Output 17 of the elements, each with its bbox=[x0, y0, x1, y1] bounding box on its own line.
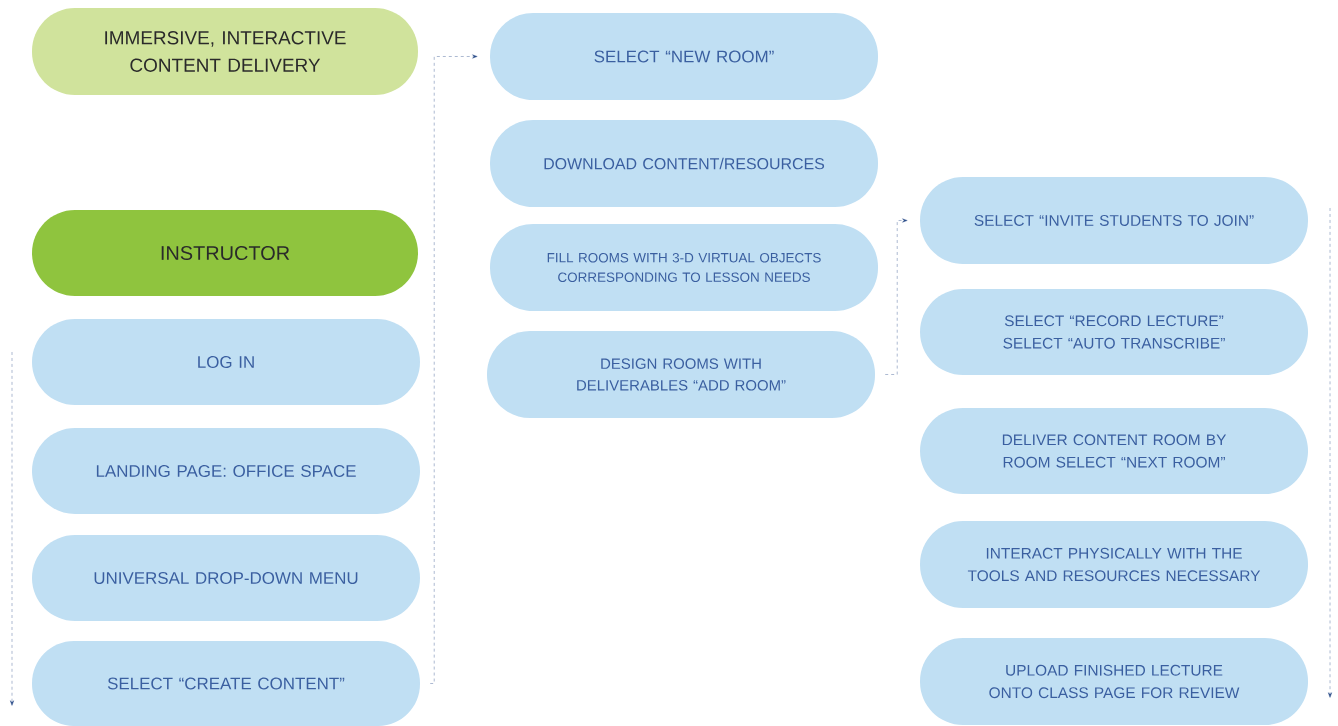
arrow bbox=[885, 218, 908, 375]
step-pill: DELIVER CONTENT ROOM BY ROOM SELECT “NEXT ROOM” bbox=[920, 408, 1308, 494]
step-pill: FILL ROOMS WITH 3-D VIRTUAL OBJECTS CORRESPONDING TO LESSON NEEDS bbox=[490, 224, 878, 311]
step-pill: SELECT “RECORD LECTURE” SELECT “AUTO TRANSCRIBE” bbox=[920, 289, 1308, 375]
step-pill: SELECT “INVITE STUDENTS TO JOIN” bbox=[920, 177, 1308, 264]
step-pill: INTERACT PHYSICALLY WITH THE TOOLS AND RESOURCES NECESSARY bbox=[920, 521, 1308, 608]
step-pill: SELECT “NEW ROOM” bbox=[490, 13, 878, 100]
step-pill: UPLOAD FINISHED LECTURE ONTO CLASS PAGE FOR REVIEW bbox=[920, 638, 1308, 725]
step-pill: LANDING PAGE: OFFICE SPACE bbox=[32, 428, 420, 514]
step-pill: DOWNLOAD CONTENT/RESOURCES bbox=[490, 120, 878, 207]
step-pill: LOG IN bbox=[32, 319, 420, 405]
role-pill: INSTRUCTOR bbox=[32, 210, 418, 296]
step-pill: SELECT “CREATE CONTENT” bbox=[32, 641, 420, 726]
heading-pill: IMMERSIVE, INTERACTIVE CONTENT DELIVERY bbox=[32, 8, 418, 95]
step-pill: DESIGN ROOMS WITH DELIVERABLES “ADD ROOM” bbox=[487, 331, 875, 418]
step-pill: UNIVERSAL DROP-DOWN MENU bbox=[32, 535, 420, 621]
arrow bbox=[430, 54, 478, 684]
